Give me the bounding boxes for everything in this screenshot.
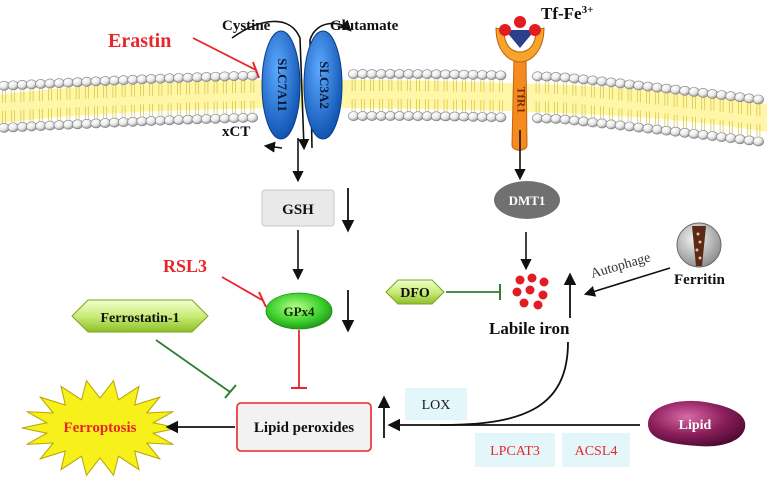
slc7a11-transporter: SLC7A11 (261, 30, 301, 140)
lox-node: LOX (405, 388, 467, 420)
ferroptosis-burst: Ferroptosis (21, 379, 179, 477)
labile-iron-label: Labile iron (489, 319, 570, 338)
xct-export-arrow (263, 141, 283, 153)
ferritin-icon (676, 222, 722, 268)
xct-label: xCT (222, 124, 250, 140)
lox-label: LOX (422, 398, 451, 413)
lipid-peroxides-node: Lipid peroxides (236, 402, 372, 452)
cystine-label: Cystine (222, 18, 271, 34)
slc7a11-label: SLC7A11 (275, 58, 290, 111)
cell-membrane (0, 69, 767, 147)
glutamate-export-arrow (309, 19, 352, 149)
gpx4-node: GPx4 (265, 292, 333, 330)
tfr1-label: TfR1 (514, 87, 528, 114)
gsh-node: GSH (261, 189, 335, 227)
lipid-node: Lipid (648, 400, 746, 447)
erastin-label: Erastin (108, 30, 171, 52)
rsl3-label: RSL3 (163, 256, 207, 276)
ferroptosis-label: Ferroptosis (63, 420, 136, 436)
dfo-label: DFO (400, 286, 430, 301)
gpx4-label: GPx4 (283, 304, 315, 319)
tf-fe-label: Tf-Fe3+ (541, 4, 593, 23)
lipid-label: Lipid (679, 418, 712, 433)
ferritin-label: Ferritin (674, 272, 725, 288)
tf-fe-base: Tf-Fe (541, 4, 582, 23)
rsl3-inhibition (221, 276, 267, 308)
lpcat3-label: LPCAT3 (490, 444, 540, 459)
glutamate-label: Glutamate (330, 18, 399, 34)
erastin-inhibition (192, 37, 260, 79)
ferrostatin-label: Ferrostatin-1 (100, 311, 179, 326)
dfo-node: DFO (385, 279, 445, 305)
dmt1-node: DMT1 (494, 181, 560, 219)
dfo-inhibition (446, 284, 501, 300)
acsl4-node: ACSL4 (562, 433, 630, 467)
acsl4-label: ACSL4 (575, 444, 618, 459)
slc3a2-transporter: SLC3A2 (303, 30, 343, 140)
gpx4-inhibition (291, 330, 307, 389)
ferrostatin-inhibition (155, 339, 237, 399)
tf-fe-superscript: 3+ (582, 4, 594, 16)
lipid-peroxides-label: Lipid peroxides (254, 420, 354, 436)
labile-iron-dots (512, 273, 549, 310)
autophage-arrow (583, 267, 671, 297)
cystine-import-arrow (231, 20, 310, 151)
dmt1-label: DMT1 (509, 193, 546, 208)
slc3a2-label: SLC3A2 (317, 61, 332, 109)
transferrin-iron-complex (499, 16, 541, 48)
ferrostatin-node: Ferrostatin-1 (71, 299, 209, 333)
tfr1-receptor: TfR1 (495, 27, 545, 151)
gsh-label: GSH (282, 202, 314, 218)
lpcat3-node: LPCAT3 (475, 433, 555, 467)
